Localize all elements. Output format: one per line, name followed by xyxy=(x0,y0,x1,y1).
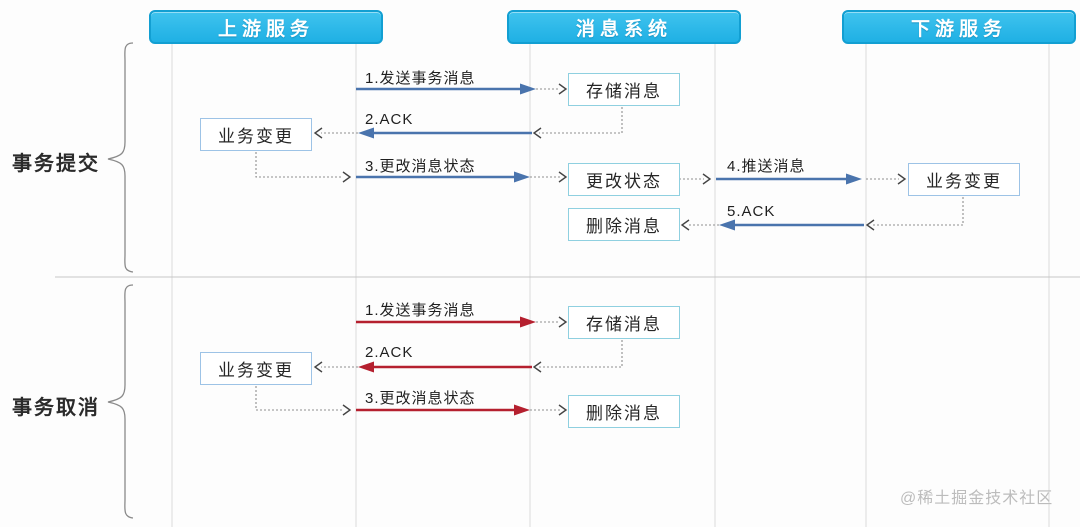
arrow-commit-change-status xyxy=(255,152,568,183)
arrow-cancel-ack xyxy=(313,340,623,373)
lifelines xyxy=(171,42,1050,527)
section-label-commit: 事务提交 xyxy=(12,153,100,175)
label-commit-change-status: 3.更改消息状态 xyxy=(365,158,476,175)
label-cancel-send-message: 1.发送事务消息 xyxy=(365,302,476,319)
lane-header-upstream-service: 上游服务 xyxy=(149,10,383,44)
label-commit-push-message: 4.推送消息 xyxy=(727,158,806,175)
node-cancel-delete-message: 删除消息 xyxy=(568,395,680,428)
arrow-commit-push-message xyxy=(679,173,907,185)
node-cancel-store-message: 存储消息 xyxy=(568,306,680,339)
label-commit-downstream-ack: 5.ACK xyxy=(727,203,776,220)
arrow-cancel-send-message xyxy=(356,316,568,328)
brace-commit-section xyxy=(107,42,134,273)
label-cancel-ack: 2.ACK xyxy=(365,344,414,361)
label-commit-send-message: 1.发送事务消息 xyxy=(365,70,476,87)
node-commit-delete-message: 删除消息 xyxy=(568,208,680,241)
brace-cancel-section xyxy=(107,284,134,519)
node-commit-business-change-right: 业务变更 xyxy=(908,163,1020,196)
node-commit-change-status: 更改状态 xyxy=(568,163,680,196)
arrow-commit-downstream-ack xyxy=(680,197,964,231)
arrow-cancel-change-status xyxy=(255,386,568,416)
node-cancel-business-change: 业务变更 xyxy=(200,352,312,385)
lane-header-message-system: 消息系统 xyxy=(507,10,741,44)
label-cancel-change-status: 3.更改消息状态 xyxy=(365,390,476,407)
lane-header-downstream-service: 下游服务 xyxy=(842,10,1076,44)
arrow-commit-ack xyxy=(313,107,623,139)
node-commit-store-message: 存储消息 xyxy=(568,73,680,106)
section-label-cancel: 事务取消 xyxy=(12,397,100,419)
watermark: @稀土掘金技术社区 xyxy=(900,490,1054,507)
node-commit-business-change-left: 业务变更 xyxy=(200,118,312,151)
label-commit-ack: 2.ACK xyxy=(365,111,414,128)
arrow-commit-send-message xyxy=(356,83,568,95)
